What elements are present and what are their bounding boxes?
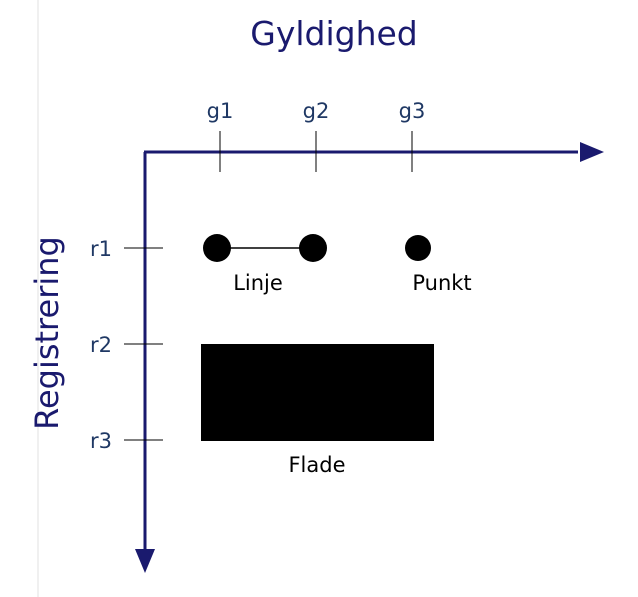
y-tick-label-r2: r2 [90, 333, 112, 357]
area-rectangle [201, 344, 434, 441]
point-dot [405, 235, 431, 261]
x-ticks: g1 g2 g3 [207, 99, 426, 172]
x-tick-label-g1: g1 [207, 99, 234, 123]
y-ticks: r1 r2 r3 [90, 237, 163, 453]
x-axis-arrowhead [580, 142, 604, 162]
point-label: Punkt [412, 271, 471, 295]
line-start-point [203, 234, 231, 262]
x-tick-label-g2: g2 [303, 99, 330, 123]
area-element: Flade [201, 344, 434, 477]
y-tick-label-r1: r1 [90, 237, 112, 261]
area-label: Flade [288, 453, 345, 477]
line-label: Linje [233, 271, 283, 295]
diagram-title: Gyldighed [250, 14, 418, 53]
line-end-point [299, 234, 327, 262]
x-tick-label-g3: g3 [399, 99, 426, 123]
y-axis-arrowhead [135, 549, 155, 573]
point-element: Punkt [405, 235, 472, 295]
line-element: Linje [203, 234, 327, 295]
y-axis-label: Registrering [28, 236, 66, 430]
y-tick-label-r3: r3 [90, 429, 112, 453]
